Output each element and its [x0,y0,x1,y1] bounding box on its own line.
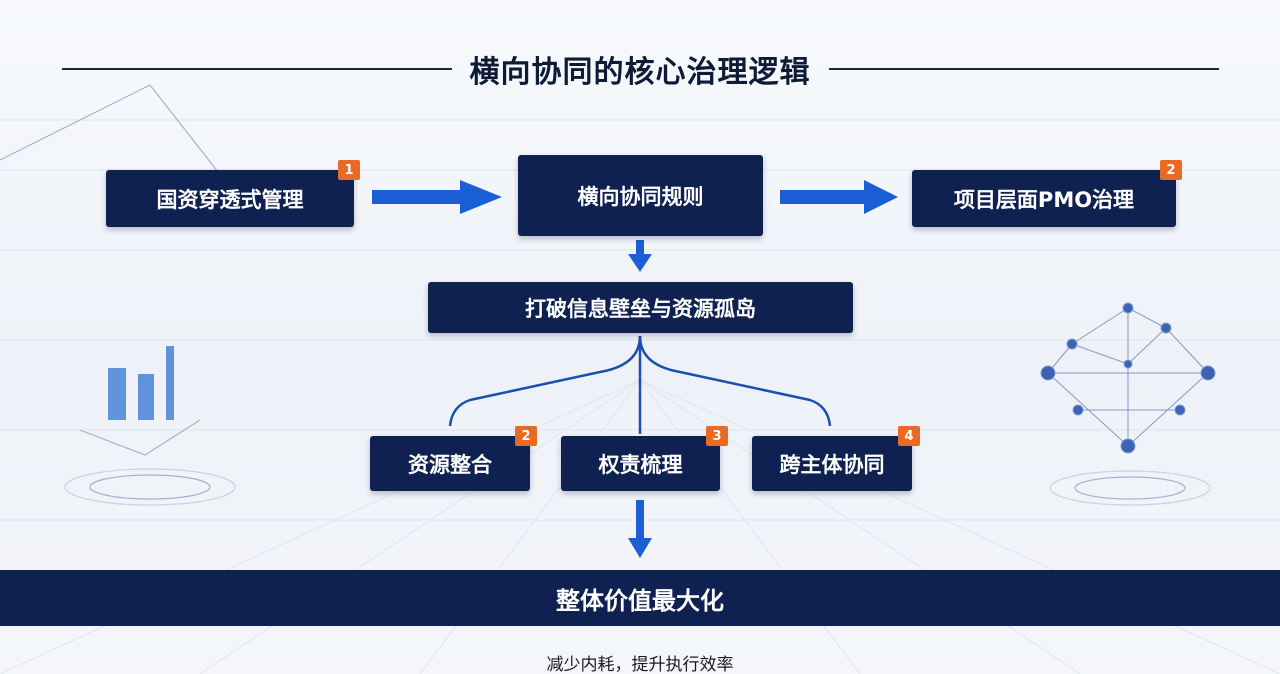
title-left-rule [61,68,452,70]
node-horizontal-rules: 横向协同规则 [518,155,763,236]
down-arrow-bottom [628,500,652,558]
result-banner: 整体价值最大化 [0,570,1280,626]
right-arrow-left [372,180,502,214]
node-resource-integration: 资源整合 [370,436,530,491]
page-title: 横向协同的核心治理逻辑 [469,55,811,90]
down-arrow-top [628,240,652,272]
footer-text: 减少内耗，提升执行效率 [546,654,734,674]
result-label: 整体价值最大化 [556,586,724,615]
badge-number: 3 [706,426,728,446]
node-label: 横向协同规则 [577,184,704,209]
branch-connectors [448,335,832,434]
badge-number: 2 [1160,160,1182,180]
badge-number: 4 [898,426,920,446]
bar-chart-decoration [108,346,174,420]
node-label: 国资穿透式管理 [156,187,304,212]
node-responsibility: 权责梳理 [561,436,720,491]
node-label: 项目层面PMO治理 [953,187,1135,212]
node-pmo-governance: 项目层面PMO治理 [912,170,1176,227]
title-row: 横向协同的核心治理逻辑 [0,44,1280,94]
network-graph-decoration [1040,302,1216,454]
node-cross-entity: 跨主体协同 [752,436,912,491]
right-arrow-right [780,180,898,214]
badge-number: 1 [338,160,360,180]
badge-number: 2 [515,426,537,446]
node-label: 资源整合 [408,452,492,477]
node-label: 跨主体协同 [779,452,885,477]
node-label: 打破信息壁垒与资源孤岛 [525,296,756,321]
node-label: 权责梳理 [598,452,683,477]
title-right-rule [828,68,1219,70]
node-break-silos: 打破信息壁垒与资源孤岛 [428,282,853,333]
node-penetrating-management: 国资穿透式管理 [106,170,354,227]
